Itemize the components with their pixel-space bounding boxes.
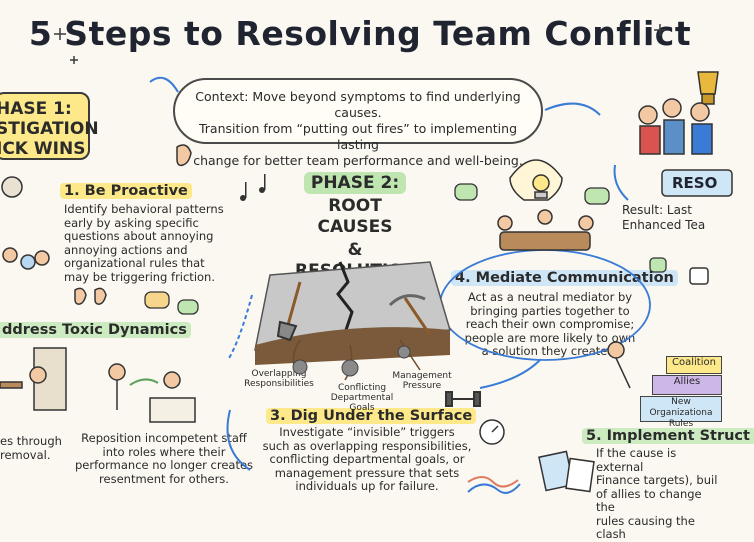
step3-heading: 3. Dig Under the Surface [266, 408, 477, 424]
step4-heading: 4. Mediate Communication [451, 270, 678, 286]
shovel-icon [276, 281, 302, 342]
context-line: change for better team performance and w… [193, 153, 523, 168]
trend-arrows-icon [467, 476, 521, 494]
door-illustration [0, 347, 67, 411]
context-bubble: Context: Move beyond symptoms to find un… [173, 78, 543, 168]
person-icon [1, 176, 50, 270]
context-line: Transition from “putting out fires” to i… [198, 121, 518, 152]
coffee-cup-icon [689, 267, 709, 285]
flow-arrow [479, 359, 541, 389]
flow-arrow [149, 76, 179, 93]
page-title: 5 Steps to Resolving Team Conflict [28, 14, 692, 53]
step5-heading: 5. Implement Struct [582, 428, 754, 444]
phase2-line: & RESOLUTION [295, 240, 418, 281]
phase2-line: ROOT CAUSES [317, 196, 393, 237]
stopwatch-icon [479, 419, 505, 445]
step1-heading: 1. Be Proactive [60, 183, 192, 199]
pickaxe-icon [388, 294, 432, 336]
meeting-table-illustration [497, 209, 594, 251]
music-note-icon [240, 174, 266, 201]
phase2-title: PHASE 2: [303, 172, 407, 194]
team-celebration-illustration [638, 98, 713, 155]
person-icon [108, 363, 196, 423]
context-line: Context: Move beyond symptoms to find un… [195, 89, 521, 120]
document-icon [538, 450, 595, 493]
block-coalition: Coalition [666, 356, 722, 374]
phase1-line: STIGATION [0, 119, 99, 139]
step2-heading: ddress Toxic Dynamics [0, 322, 191, 338]
trophy-icon [697, 71, 719, 105]
phase2-label: PHASE 2: ROOT CAUSES & RESOLUTION [295, 172, 418, 282]
block-allies: Allies [652, 375, 722, 395]
phase1-line: HASE 1: [0, 99, 72, 119]
dumbbell-icon [445, 391, 481, 407]
result-banner-text: RESO [672, 174, 718, 192]
flow-arrow [613, 164, 629, 201]
flow-arrow [544, 102, 601, 116]
phase1-line: ICK WINS [0, 139, 86, 159]
flow-arrow [227, 294, 253, 361]
flow-arrow [129, 378, 159, 386]
phase1-box: HASE 1: STIGATION ICK WINS [0, 92, 99, 160]
